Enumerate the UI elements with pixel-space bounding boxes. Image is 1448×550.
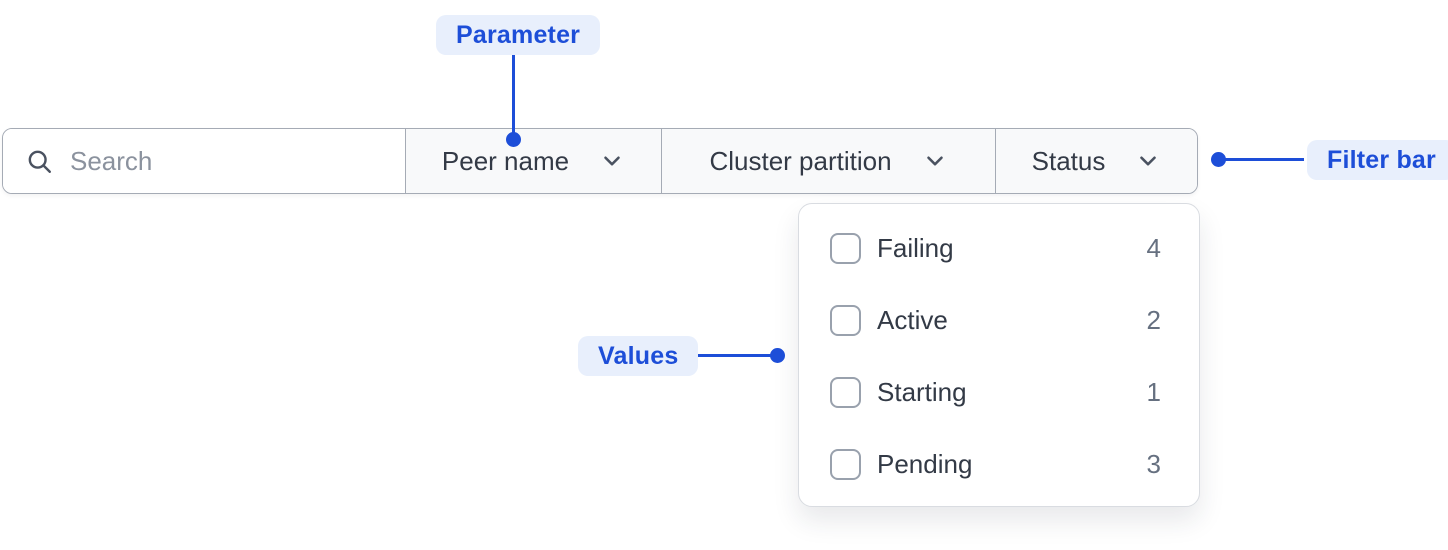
search-input[interactable] xyxy=(70,129,405,193)
filter-dropdown-cluster-partition[interactable]: Cluster partition xyxy=(661,129,995,193)
status-filter-dropdown-panel: Failing 4 Active 2 Starting 1 Pending 3 xyxy=(798,203,1200,507)
option-label: Pending xyxy=(877,448,973,479)
values-connector-line xyxy=(696,354,772,357)
annotation-parameter-label: Parameter xyxy=(436,15,601,55)
filter-bar: Peer name Cluster partition Status xyxy=(2,128,1198,194)
filter-bar-connector-dot xyxy=(1211,152,1226,167)
filter-dropdown-label: Cluster partition xyxy=(709,145,892,176)
option-count: 4 xyxy=(1146,232,1161,263)
option-count: 1 xyxy=(1146,376,1161,407)
chevron-down-icon xyxy=(604,156,620,166)
filter-dropdown-label: Peer name xyxy=(441,145,570,176)
checkbox[interactable] xyxy=(830,376,861,408)
dropdown-option-starting[interactable]: Starting 1 xyxy=(799,356,1199,428)
parameter-connector-line xyxy=(512,55,515,139)
filter-bar-connector-line xyxy=(1218,158,1304,161)
filter-dropdown-status[interactable]: Status xyxy=(995,129,1197,193)
search-section xyxy=(3,129,405,193)
option-label: Failing xyxy=(877,232,954,263)
search-icon xyxy=(28,150,51,173)
annotation-values-label: Values xyxy=(578,336,699,376)
checkbox[interactable] xyxy=(830,232,861,264)
option-count: 3 xyxy=(1146,448,1161,479)
filter-dropdown-label: Status xyxy=(1031,145,1106,176)
annotation-filter-bar-label: Filter bar xyxy=(1307,140,1448,180)
parameter-connector-dot xyxy=(506,132,521,147)
option-count: 2 xyxy=(1146,304,1161,335)
dropdown-option-failing[interactable]: Failing 4 xyxy=(799,212,1199,284)
checkbox[interactable] xyxy=(830,304,861,336)
chevron-down-icon xyxy=(926,156,943,166)
checkbox[interactable] xyxy=(830,448,861,480)
option-label: Starting xyxy=(877,376,967,407)
chevron-down-icon xyxy=(1140,156,1157,166)
filter-dropdown-peer-name[interactable]: Peer name xyxy=(405,129,661,193)
dropdown-option-active[interactable]: Active 2 xyxy=(799,284,1199,356)
option-label: Active xyxy=(877,304,948,335)
values-connector-dot xyxy=(770,348,785,363)
dropdown-option-pending[interactable]: Pending 3 xyxy=(799,428,1199,500)
